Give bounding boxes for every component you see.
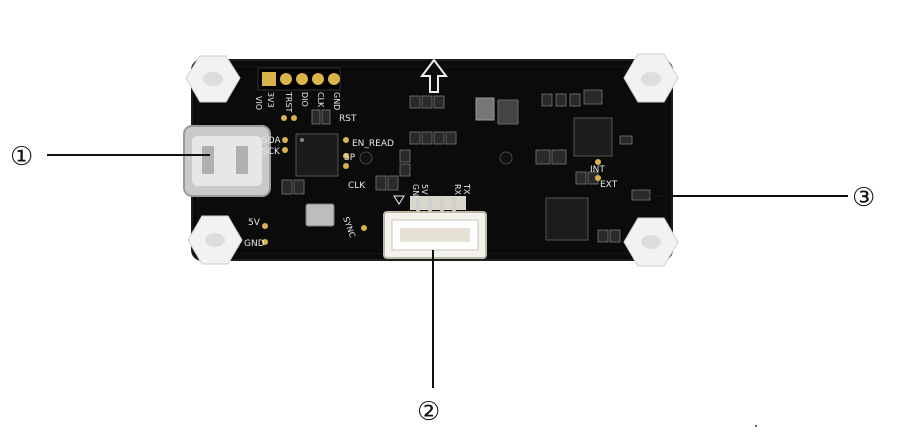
label-rst: RST xyxy=(339,114,357,124)
connector-label-5v: 5V xyxy=(420,184,429,195)
callout-labels: ① ② ③ xyxy=(10,142,875,427)
connector-label-gnd: GND xyxy=(411,184,420,202)
standoff-bottom-right xyxy=(623,217,679,267)
callout-lines xyxy=(47,154,848,388)
label-sda: SDA xyxy=(262,136,281,146)
label-en-read: EN_READ xyxy=(352,139,394,149)
callout-2: ② xyxy=(417,397,440,427)
crystal xyxy=(305,203,335,227)
pin-label-vio: VIO xyxy=(254,96,263,110)
label-clk: CLK xyxy=(348,181,366,191)
callout-1: ① xyxy=(10,142,33,172)
label-sp: SP xyxy=(344,153,356,163)
standoff-top-right xyxy=(623,53,679,103)
pin-label-3v3: 3V3 xyxy=(266,92,275,108)
dust-speck xyxy=(755,425,757,427)
inductor xyxy=(475,97,519,125)
chip-sensor-right xyxy=(573,117,613,157)
arrow-up-marking xyxy=(420,58,448,93)
connector-label-rx: RX xyxy=(453,184,462,196)
callout-3: ③ xyxy=(852,183,875,213)
label-gnd: GND xyxy=(244,239,265,249)
usb-c-connector xyxy=(183,125,271,197)
chip-mcu xyxy=(295,133,339,177)
pin-label-trst: TRST xyxy=(284,91,293,113)
passive-components xyxy=(281,89,651,243)
label-int: INT xyxy=(590,165,605,175)
standoff-top-left xyxy=(185,55,241,103)
pin-header xyxy=(257,67,341,91)
uart-connector: GND 5V RX TX xyxy=(383,183,487,259)
header-pin-labels: 3V3 TRST DIO CLK GND VIO xyxy=(254,91,341,113)
test-pads xyxy=(262,115,601,245)
pin-label-dio: DIO xyxy=(300,92,309,107)
screw-holes xyxy=(359,151,513,165)
chip-bottom-right xyxy=(545,197,589,241)
connector-label-tx: TX xyxy=(462,183,471,195)
label-5v: 5V xyxy=(248,218,261,228)
pin-label-clk: CLK xyxy=(316,92,325,108)
label-scl: SCK xyxy=(262,147,281,157)
standoff-bottom-left xyxy=(187,215,243,265)
label-ext: EXT xyxy=(600,180,618,190)
pin-label-gnd: GND xyxy=(332,92,341,110)
